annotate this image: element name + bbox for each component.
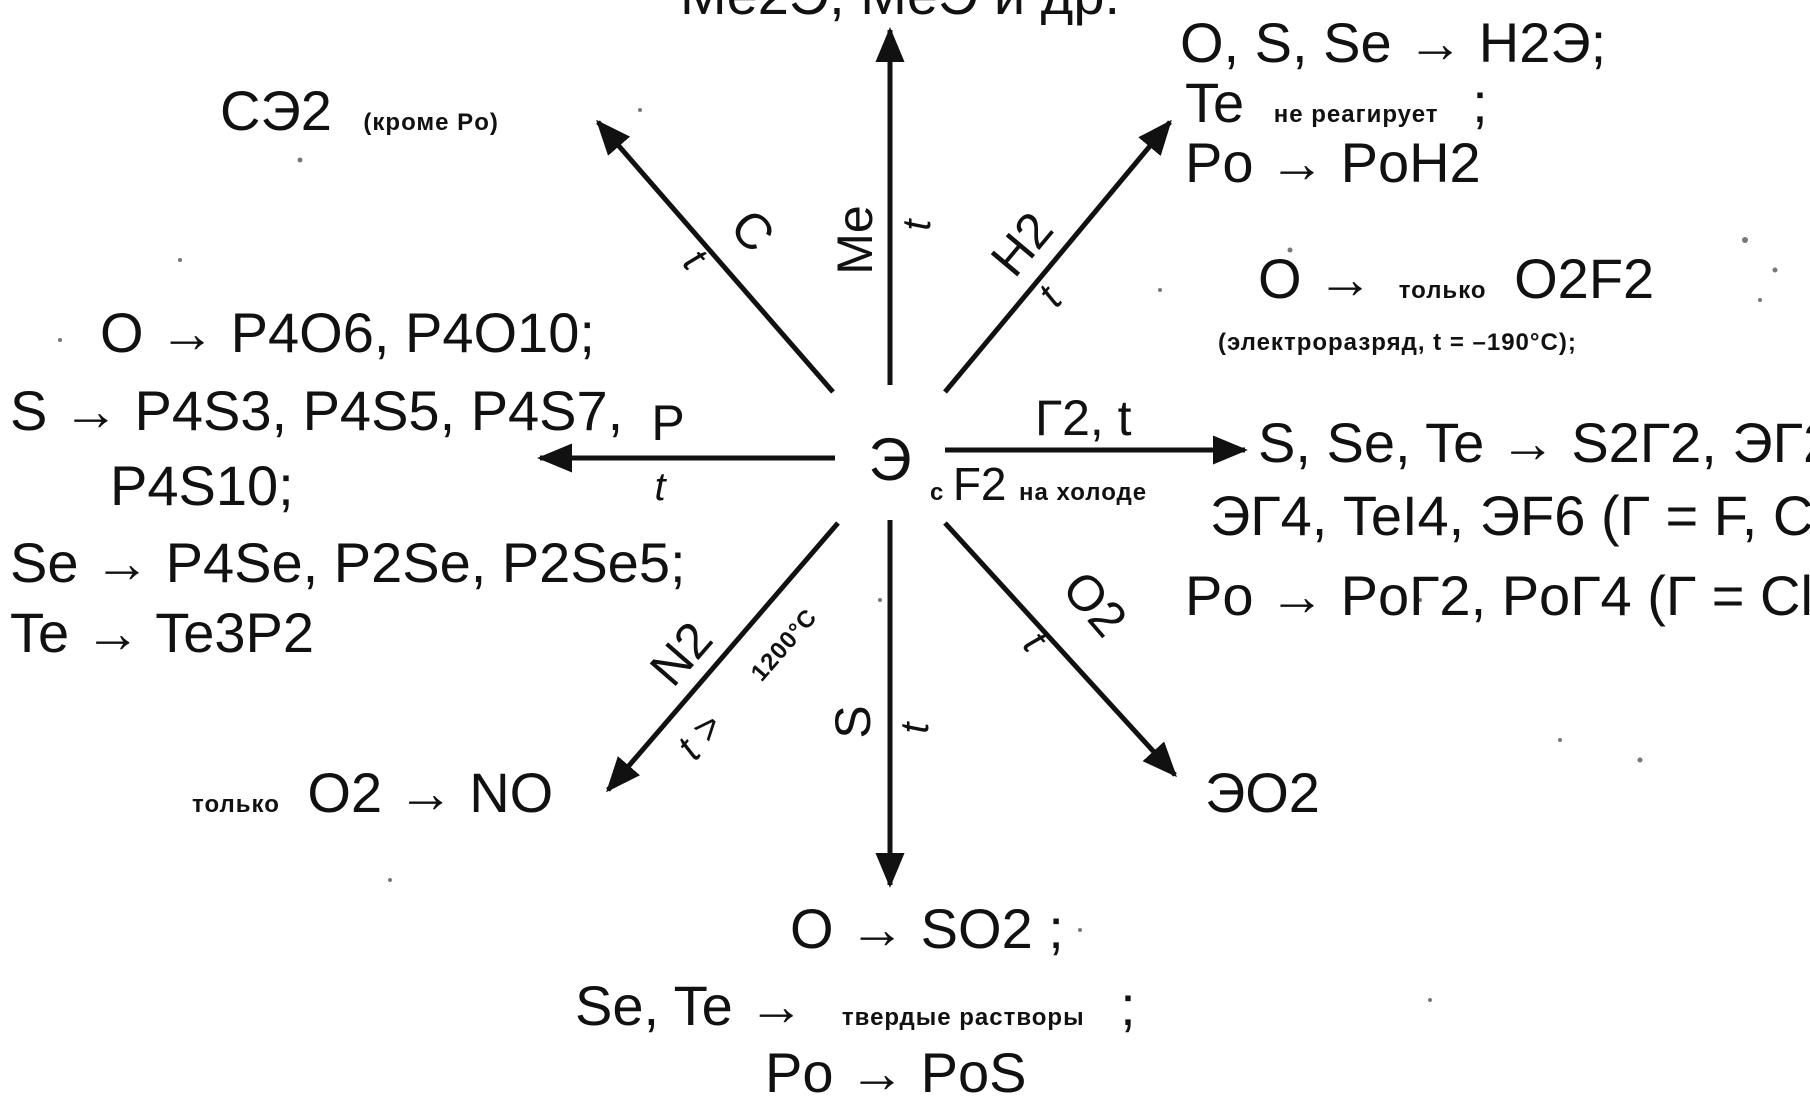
hydrogen-reagent-label: H2 bbox=[980, 202, 1064, 287]
hydrogen-product-line-1: O, S, Se → H2Э; bbox=[1180, 11, 1606, 74]
nitrogen-arrow bbox=[606, 521, 840, 793]
oxygen-product: ЭO2 bbox=[1205, 761, 1320, 824]
fluorine-product-line-1: O → только O2F2 bbox=[1258, 247, 1654, 310]
carbon-reagent-label: C bbox=[720, 198, 786, 262]
halogen-reaction: Г2, t с F2 на холоде S, Se, Te → S2Г2, Э… bbox=[930, 390, 1810, 627]
sulfur-product-line-1: O → SO2 ; bbox=[790, 897, 1064, 960]
oxygen-condition-label: t bbox=[1015, 623, 1057, 662]
metal-reagent-label: Me bbox=[827, 205, 883, 274]
phosphorus-product-line-3: P4S10; bbox=[110, 454, 294, 517]
sulfur-reaction: S t O → SO2 ; Se, Te → твердые растворы … bbox=[575, 520, 1136, 1104]
halogen-cold-label: с F2 на холоде bbox=[930, 458, 1147, 510]
hydrogen-condition-label: t bbox=[1030, 277, 1072, 315]
sulfur-product-line-2: Se, Te → твердые растворы ; bbox=[575, 974, 1136, 1037]
metal-condition-label: t bbox=[895, 218, 939, 231]
carbon-condition-label: t bbox=[675, 240, 716, 279]
sulfur-condition-label: t bbox=[893, 721, 937, 734]
phosphorus-condition-label: t bbox=[654, 465, 667, 509]
hydrogen-product-line-2: Te не реагирует ; bbox=[1185, 71, 1488, 134]
metal-product: Me2Э, MeЭ и др. bbox=[680, 0, 1120, 26]
carbon-product: CЭ2 (кроме Po) bbox=[220, 79, 499, 142]
sulfur-product-line-3: Po → PoS bbox=[765, 1041, 1026, 1104]
carbon-arrow bbox=[596, 119, 835, 394]
oxygen-arrow bbox=[943, 521, 1177, 778]
halogen-product-line-1: S, Se, Te → S2Г2, ЭГ2, bbox=[1258, 411, 1810, 474]
hydrogen-reaction: H2 t O, S, Se → H2Э; Te не реагирует ; P… bbox=[943, 11, 1606, 394]
fluorine-cold-reaction: O → только O2F2 (электроразряд, t = –190… bbox=[1218, 247, 1654, 356]
hydrogen-product-line-3: Po → PoH2 bbox=[1185, 131, 1481, 194]
nitrogen-condition-label: t > bbox=[669, 705, 732, 768]
halogen-product-line-3: Po → PoГ2, PoГ4 (Г = Cl, Br, I) bbox=[1185, 564, 1810, 627]
sulfur-reagent-label: S bbox=[825, 705, 881, 738]
phosphorus-reagent-label: P bbox=[651, 395, 684, 451]
metal-reaction: Me t Me2Э, MeЭ и др. bbox=[680, 0, 1120, 385]
scan-specks bbox=[58, 108, 1778, 1002]
fluorine-product-line-2: (электроразряд, t = –190°С); bbox=[1218, 329, 1577, 356]
halogen-product-line-2: ЭГ4, TeI4, ЭF6 (Г = F, Cl, Br); bbox=[1210, 484, 1810, 547]
center-element: Э bbox=[868, 426, 911, 493]
phosphorus-product-line-1: O → P4O6, P4O10; bbox=[100, 301, 595, 364]
phosphorus-product-line-5: Te → Te3P2 bbox=[10, 601, 314, 664]
phosphorus-product-line-4: Se → P4Se, P2Se, P2Se5; bbox=[10, 531, 686, 594]
phosphorus-product-line-2: S → P4S3, P4S5, P4S7, bbox=[10, 379, 623, 442]
nitrogen-product: только O2 → NO bbox=[192, 761, 553, 824]
phosphorus-reaction: P t O → P4O6, P4O10; S → P4S3, P4S5, P4S… bbox=[10, 301, 835, 664]
hydrogen-arrow bbox=[943, 119, 1172, 394]
halogen-reagent-label: Г2, t bbox=[1035, 390, 1132, 446]
nitrogen-reagent-label: N2 bbox=[639, 611, 723, 696]
oxygen-reagent-label: O2 bbox=[1052, 560, 1138, 647]
